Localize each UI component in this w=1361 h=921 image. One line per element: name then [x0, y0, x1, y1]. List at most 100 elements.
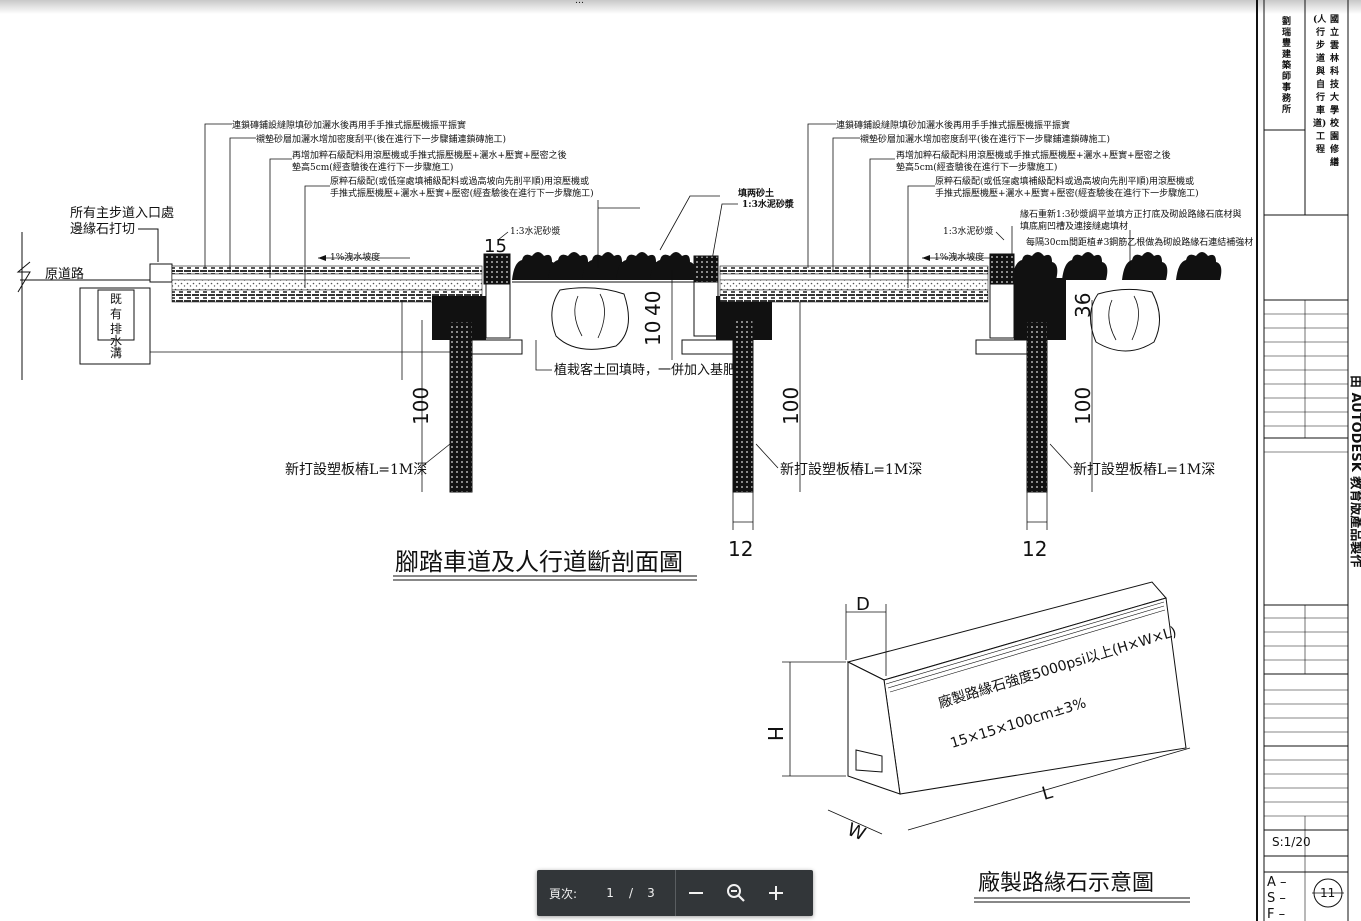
svg-text:與: 與 [1316, 65, 1325, 77]
left-section: 所有主步道入口處 邊緣石打切 原道路 既 有 排 水 溝 [16, 119, 594, 493]
entrance-note-2: 邊緣石打切 [70, 222, 135, 237]
right-pile-label: 新打設塑板樁L=1M深 [1073, 461, 1215, 478]
scale-label: S:1/20 [1272, 835, 1311, 849]
left-dim-100: 100 [409, 387, 433, 425]
sheet-number: 11 [1320, 886, 1335, 900]
right-note-1: 連鎖磚鋪設縫隙填砂加灑水後再用手手推式振壓機振平振實 [836, 119, 1070, 131]
svg-text:修: 修 [1329, 143, 1340, 155]
left-dim-15: 15 [484, 236, 507, 257]
curb-dim-l: L [1040, 782, 1055, 805]
planting-section: 填两砂土 1:3水泥砂漿 40 10 植栽客土回填時，一併加入基肥 100 12… [512, 187, 922, 561]
entrance-note-1: 所有主步道入口處 [70, 206, 174, 221]
road-label: 原道路 [45, 266, 84, 282]
svg-text:雲: 雲 [1330, 39, 1339, 51]
svg-text:步: 步 [1316, 39, 1325, 51]
left-note-4: 墊高5cm(經查驗後在進行下一步驟施工) [292, 161, 453, 173]
left-pile-label: 新打設塑板樁L=1M深 [285, 461, 427, 478]
soil-note: 植栽客土回填時，一併加入基肥 [554, 362, 736, 378]
svg-text:立: 立 [1330, 26, 1339, 38]
svg-text:園: 園 [1330, 131, 1339, 142]
right-curb-notes: 緣石重新1:3砂漿調平並填方正打底及砌設路緣石底材與 填底廁凹槽及連接縫處填材 … [1020, 208, 1253, 248]
svg-text:林: 林 [1330, 52, 1340, 64]
left-note-3: 再增加粹石級配料用滾壓機或手推式振壓機壓+灑水+壓實+壓密之後 [292, 149, 567, 161]
zoom-in-button[interactable] [756, 870, 796, 916]
right-dim-100: 100 [1071, 387, 1095, 425]
right-note-3: 再增加粹石級配料用滾壓機或手推式振壓機壓+灑水+壓實+壓密之後 [896, 149, 1171, 161]
svg-text:填底廁凹槽及連接縫處填材: 填底廁凹槽及連接縫處填材 [1020, 220, 1128, 232]
fill-soil-label: 填两砂土 [738, 187, 774, 199]
curb-dim-w: W [844, 819, 869, 845]
curb-dim-h: H [763, 726, 787, 741]
svg-text:所: 所 [1282, 103, 1291, 115]
right-mortar-label: 1:3水泥砂漿 [943, 225, 994, 237]
svg-text:師: 師 [1282, 70, 1291, 82]
zoom-magnifier-icon [727, 884, 745, 902]
svg-text:大: 大 [1330, 91, 1339, 103]
svg-text:(人: (人 [1313, 13, 1327, 25]
project-name: 國 立 雲 林 科 技 大 學 校 園 修 繕 (人 行 步 道 與 自 行 車 [1313, 13, 1340, 168]
left-slope-label: 1%洩水坡度 [330, 251, 380, 263]
page-label: 頁次: [549, 886, 578, 901]
svg-text:溝: 溝 [110, 346, 122, 360]
right-note-6: 手推式振壓機壓+灑水+壓實+壓密(經查驗後在進行下一步驟施工) [935, 187, 1199, 199]
svg-text:既: 既 [110, 292, 122, 306]
fit-zoom-button[interactable] [716, 870, 756, 916]
section-title: 腳踏車道及人行道斷剖面圖 [395, 548, 683, 576]
mid-dim-100: 100 [779, 387, 803, 425]
left-note-5: 原粹石級配(或低窪處填補級配料或過高坡向先削平順)用滾壓機或 [330, 175, 589, 187]
svg-text:劉: 劉 [1281, 15, 1291, 27]
left-notes: 連鎖磚鋪設縫隙填砂加灑水後再用手手推式振壓機振平振實 襯墊砂層加灑水增加密度刮平… [232, 119, 594, 199]
autodesk-watermark: 由 AUTODESK 教育版產品製作 [1348, 375, 1361, 567]
top-shadow [0, 0, 1361, 14]
svg-text:豐: 豐 [1282, 37, 1291, 49]
zoom-out-button[interactable] [676, 870, 716, 916]
curb-dim-d: D [856, 594, 870, 615]
svg-text:有: 有 [110, 307, 122, 321]
toolbar-divider [675, 870, 676, 916]
right-slope-label: 1%洩水坡度 [934, 251, 984, 263]
svg-text:建: 建 [1282, 48, 1292, 60]
pdf-toolbar: 頁次: 1 / 3 [537, 870, 813, 916]
plus-icon [769, 886, 783, 900]
svg-text:水: 水 [110, 334, 122, 348]
svg-text:國: 國 [1330, 14, 1339, 25]
svg-text:行: 行 [1315, 26, 1325, 38]
svg-text:務: 務 [1282, 92, 1292, 104]
planting-mortar-label: 1:3水泥砂漿 [742, 198, 795, 210]
svg-text:緣石重新1:3砂漿調平並填方正打底及砌設路緣石底材與: 緣石重新1:3砂漿調平並填方正打底及砌設路緣石底材與 [1020, 208, 1242, 220]
ditch-label: 既 有 排 水 溝 [110, 292, 122, 360]
right-note-5: 原粹石級配(或低窪處填補級配料或過高坡向先削平順)用滾壓機或 [935, 175, 1194, 187]
sheet-codes: A – S – F – [1267, 875, 1287, 921]
svg-text:學: 學 [1330, 104, 1339, 116]
current-page-input[interactable]: 1 [606, 886, 614, 900]
total-pages: 3 [647, 886, 655, 900]
svg-text:行: 行 [1315, 91, 1325, 103]
left-mortar-label: 1:3水泥砂漿 [510, 225, 561, 237]
svg-text:S –: S – [1267, 891, 1286, 906]
minus-icon [689, 892, 703, 894]
svg-text:事: 事 [1282, 81, 1291, 93]
mid-dim-12: 12 [728, 537, 753, 561]
left-note-6: 手推式振壓機壓+灑水+壓實+壓密(經查驗後在進行下一步驟施工) [330, 187, 594, 199]
right-notes: 連鎖磚鋪設縫隙填砂加灑水後再用手手推式振壓機振平振實 襯墊砂層加灑水增加密度刮平… [836, 119, 1199, 199]
svg-text:科: 科 [1330, 65, 1339, 77]
curb-title: 廠製路緣石示意圖 [978, 871, 1154, 896]
page-separator: / [629, 886, 634, 900]
mid-dim-40: 40 [641, 291, 665, 316]
svg-text:工: 工 [1316, 131, 1325, 142]
svg-text:道): 道) [1313, 117, 1326, 129]
svg-text:繕: 繕 [1330, 156, 1339, 168]
title-block: 國 立 雲 林 科 技 大 學 校 園 修 繕 (人 行 步 道 與 自 行 車 [1256, 0, 1361, 921]
right-dim-36: 36 [1071, 293, 1095, 318]
mid-dim-10: 10 [641, 321, 665, 346]
svg-text:F –: F – [1267, 907, 1285, 921]
svg-text:排: 排 [110, 322, 122, 336]
svg-text:築: 築 [1281, 59, 1292, 71]
curb-diagram: H D W L 廠製路緣石強度5000psi以上(H×W×L) 15×15×10… [763, 581, 1191, 845]
mid-pile-label: 新打設塑板樁L=1M深 [780, 461, 922, 478]
page-indicator: 頁次: 1 / 3 [537, 885, 675, 902]
top-title-partial: … [575, 0, 584, 6]
svg-text:瑞: 瑞 [1282, 26, 1291, 38]
right-dim-12: 12 [1022, 537, 1047, 561]
